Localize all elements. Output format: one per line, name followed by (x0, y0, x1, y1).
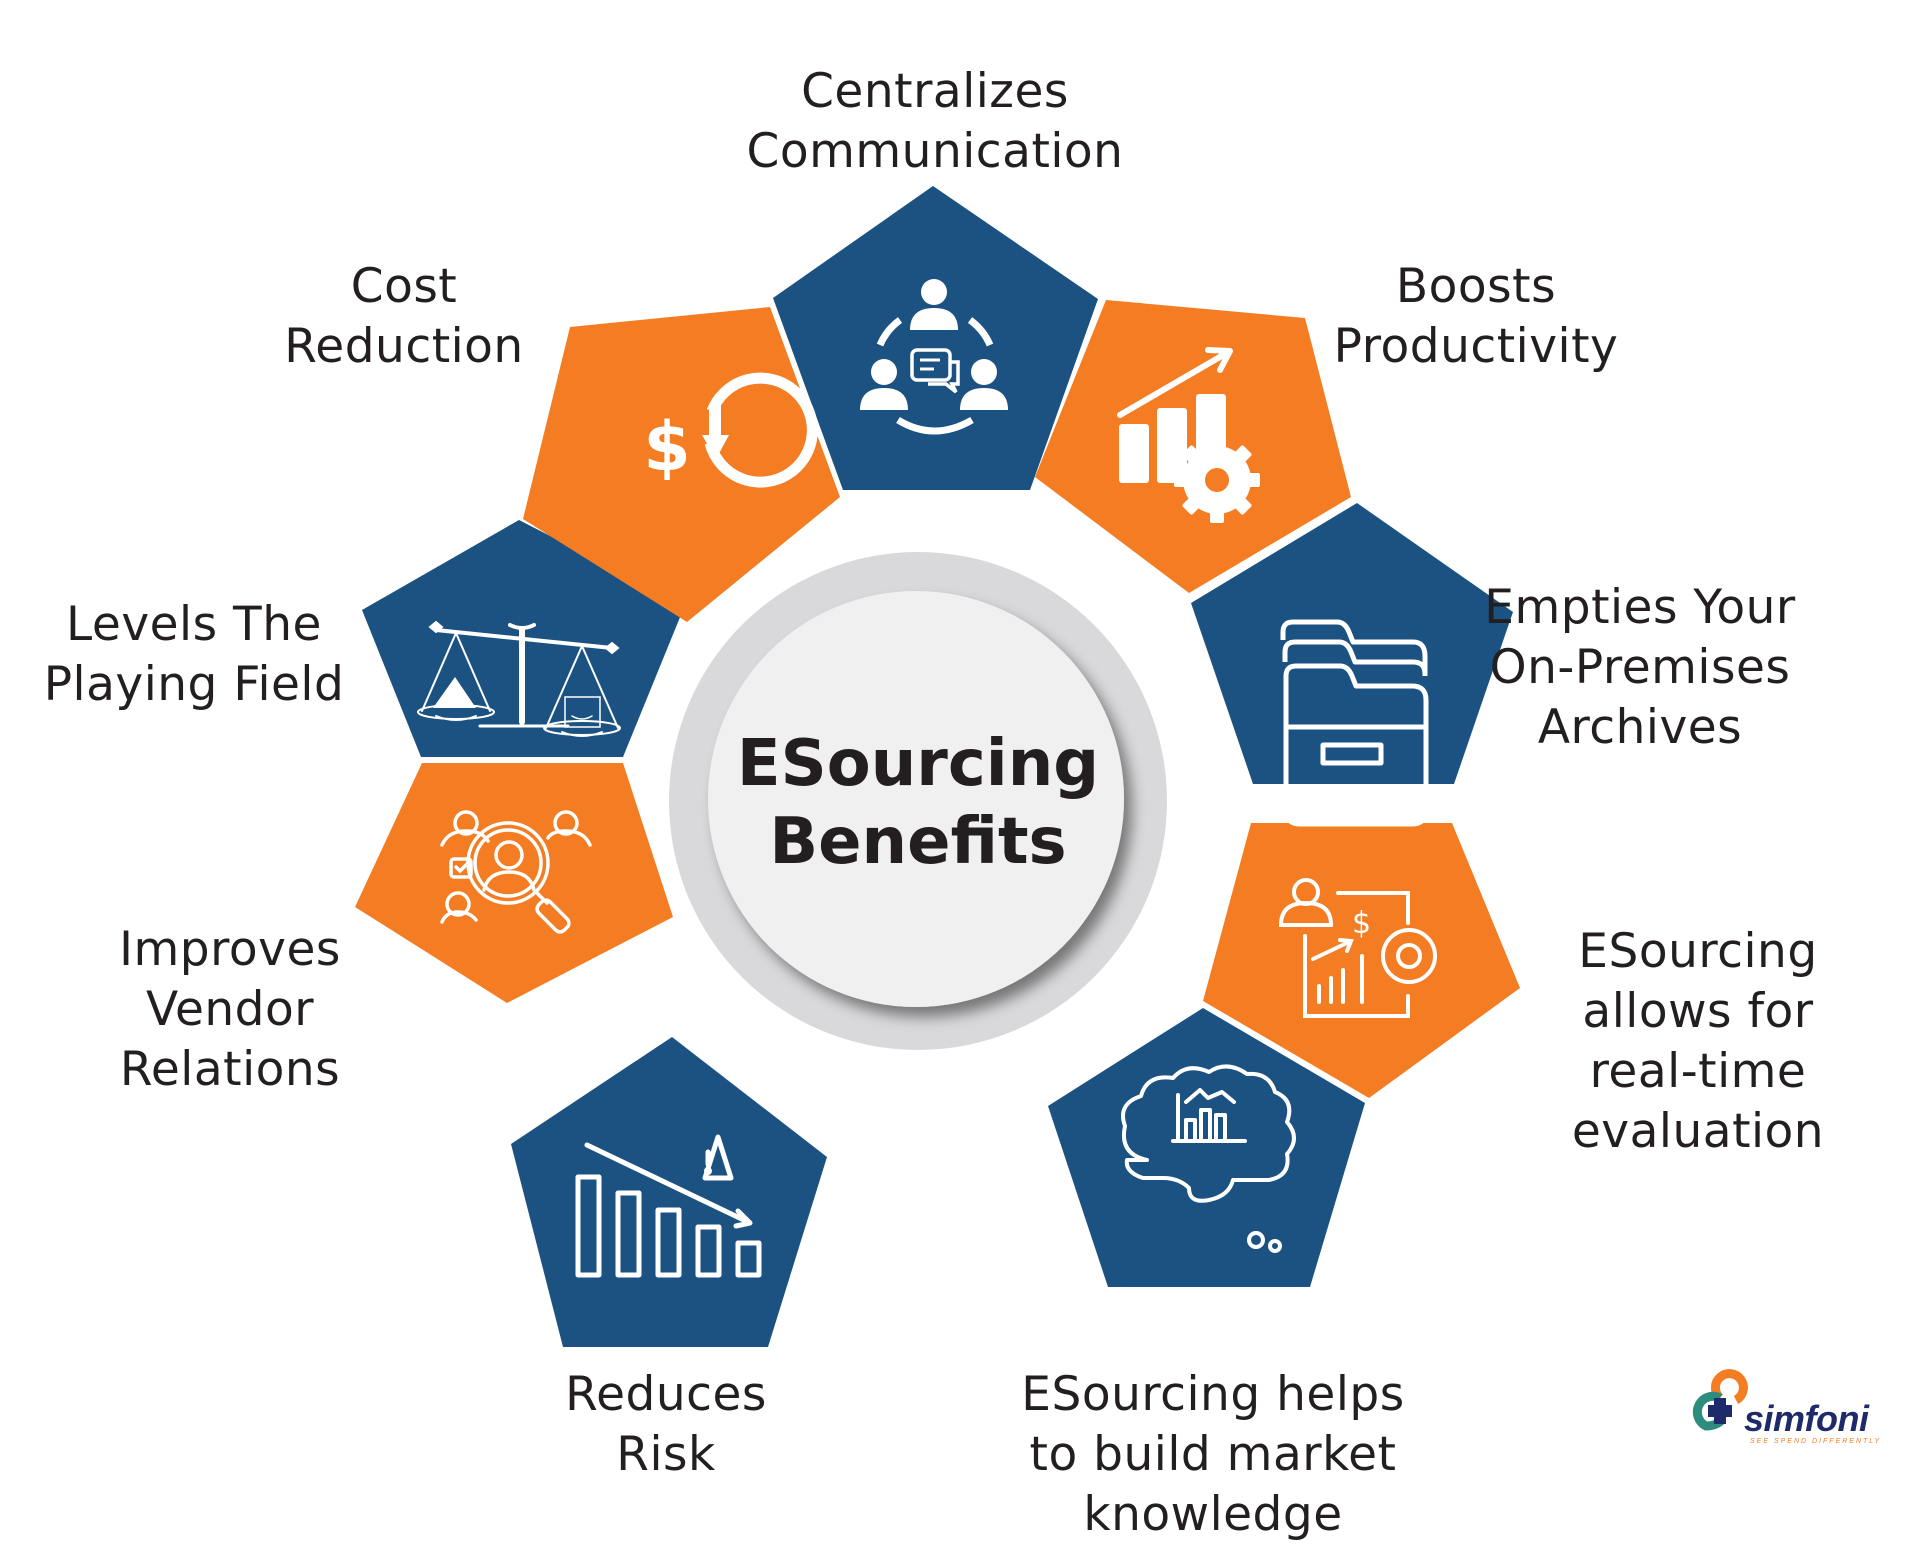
declining-bars-warning-icon (575, 1134, 762, 1278)
label-line: Levels The (66, 597, 322, 652)
pentagon-vendor-relations (355, 763, 673, 1003)
label-line: to build market (1029, 1427, 1397, 1482)
label-real-time-evaluation: ESourcing allows for real-time evaluatio… (1572, 922, 1824, 1162)
folder-archive-icon (1280, 619, 1429, 827)
label-line: real-time (1589, 1044, 1807, 1099)
label-market-knowledge: ESourcing helps to build market knowledg… (1021, 1365, 1404, 1545)
label-line: Empties Your (1484, 580, 1796, 635)
label-reduces-risk: Reduces Risk (565, 1365, 767, 1485)
center-ring (669, 552, 1167, 1050)
center-title-line-1: ESourcing (736, 727, 1100, 801)
label-line: ESourcing helps (1021, 1367, 1405, 1422)
label-line: Improves (119, 922, 341, 977)
label-vendor-relations: Improves Vendor Relations (119, 920, 341, 1100)
simfoni-logo-mark-icon (1692, 1369, 1748, 1431)
label-line: Centralizes (801, 64, 1069, 119)
simfoni-logo: simfoni SEE SPEND DIFFERENTLY (1692, 1368, 1882, 1448)
label-cost-reduction: Cost Reduction (284, 257, 523, 377)
pentagon-cost-reduction (523, 307, 840, 622)
label-line: knowledge (1083, 1487, 1343, 1542)
label-line: Reduction (284, 319, 524, 374)
pentagon-centralizes-communication (773, 186, 1098, 490)
team-chat-icon (860, 279, 1008, 435)
center-title: ESourcing Benefits (737, 725, 1099, 881)
vendor-search-icon (440, 810, 592, 934)
svg-text:$: $ (643, 408, 690, 487)
label-line: Boosts (1395, 259, 1557, 314)
label-line: Vendor (145, 982, 315, 1037)
label-levels-playing-field: Levels The Playing Field (44, 595, 345, 715)
label-boosts-productivity: Boosts Productivity (1334, 257, 1619, 377)
center-title-line-2: Benefits (769, 805, 1067, 879)
label-line: Archives (1537, 700, 1743, 755)
label-line: Reduces (565, 1367, 767, 1422)
analytics-gear-icon: $ (1278, 878, 1437, 1018)
label-line: Playing Field (43, 657, 345, 712)
label-line: evaluation (1571, 1104, 1825, 1159)
label-line: Communication (746, 124, 1124, 179)
pentagon-market-knowledge (1048, 1008, 1365, 1287)
label-line: allows for (1582, 984, 1814, 1039)
label-line: ESourcing (1578, 924, 1818, 979)
label-line: Risk (616, 1427, 716, 1482)
label-centralizes-communication: Centralizes Communication (747, 62, 1124, 182)
dollar-cycle-down-icon: $ (643, 372, 818, 488)
label-empties-archives: Empties Your On-Premises Archives (1484, 578, 1795, 758)
balance-scale-icon (417, 620, 621, 737)
simfoni-tagline: SEE SPEND DIFFERENTLY (1750, 1438, 1882, 1445)
growth-chart-gear-icon (1117, 347, 1260, 523)
simfoni-wordmark: simfoni (1744, 1398, 1869, 1439)
brain-chart-icon (1121, 1064, 1296, 1253)
svg-text:$: $ (1352, 906, 1371, 941)
pentagon-reduces-risk (511, 1037, 827, 1347)
label-line: Cost (350, 259, 458, 314)
label-line: Productivity (1333, 319, 1619, 374)
label-line: On-Premises (1489, 640, 1791, 695)
label-line: Relations (119, 1042, 341, 1097)
